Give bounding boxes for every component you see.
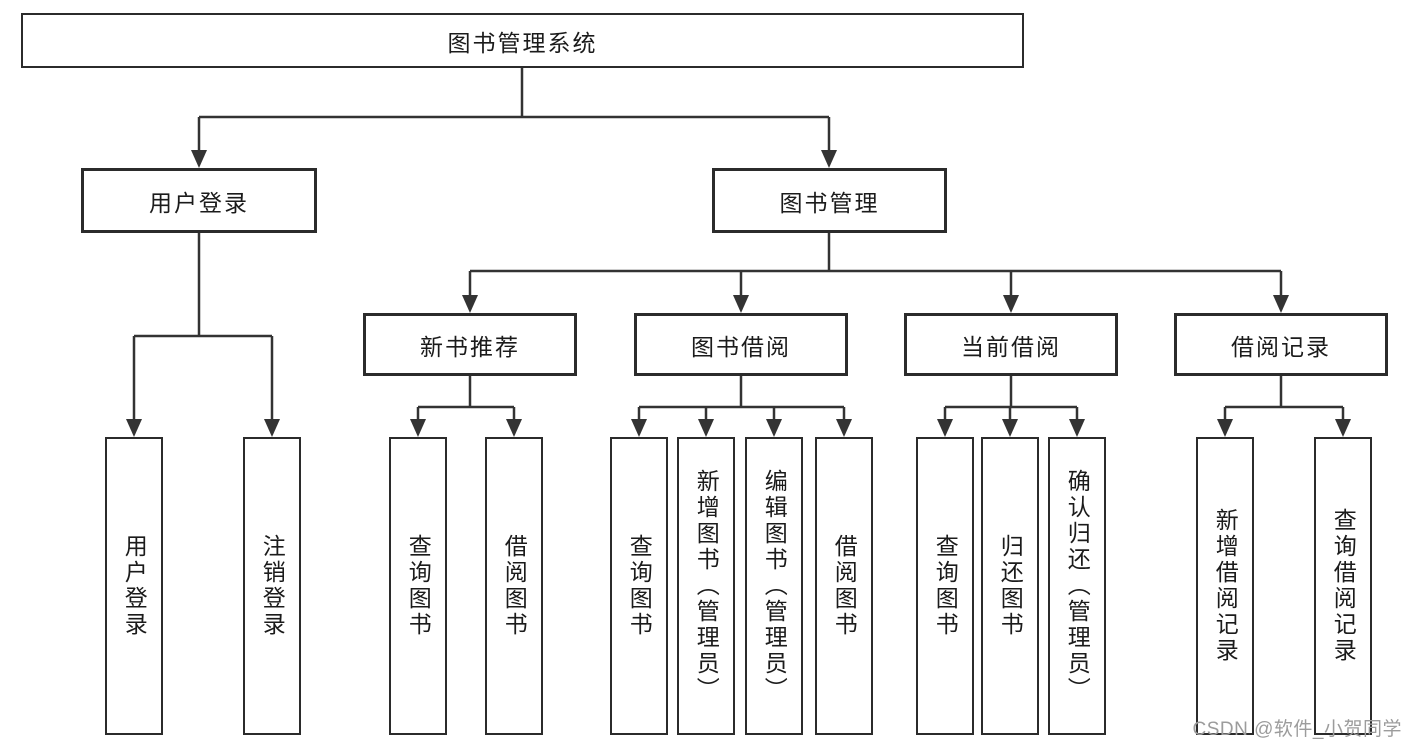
leaf-logout: 注销登录	[243, 437, 301, 735]
node-current-borrowing: 当前借阅	[904, 313, 1118, 376]
leaf-confirm-return-admin: 确认归还（管理员）	[1048, 437, 1106, 735]
node-label: 新书推荐	[420, 333, 520, 360]
leaf-label: 查询图书	[405, 534, 432, 638]
leaf-label: 查询借阅记录	[1330, 508, 1357, 664]
leaf-query-books-recommend: 查询图书	[389, 437, 447, 735]
leaf-label: 确认归还（管理员）	[1064, 469, 1091, 703]
leaf-query-books-borrowing: 查询图书	[610, 437, 668, 735]
leaf-label: 查询图书	[932, 534, 959, 638]
leaf-return-book: 归还图书	[981, 437, 1039, 735]
node-label: 当前借阅	[961, 333, 1061, 360]
leaf-label: 借阅图书	[501, 534, 528, 638]
node-user-login: 用户登录	[81, 168, 317, 233]
leaf-label: 查询图书	[626, 534, 653, 638]
node-label: 图书借阅	[691, 333, 791, 360]
node-label: 借阅记录	[1231, 333, 1331, 360]
leaf-label: 用户登录	[121, 534, 148, 638]
node-new-book-recommend: 新书推荐	[363, 313, 577, 376]
leaf-borrow-books: 借阅图书	[815, 437, 873, 735]
leaf-label: 借阅图书	[831, 534, 858, 638]
node-label: 图书管理	[779, 189, 880, 216]
watermark: CSDN @软件_小贺同学	[1192, 719, 1402, 740]
leaf-edit-book-admin: 编辑图书（管理员）	[745, 437, 803, 735]
leaf-add-borrow-record: 新增借阅记录	[1196, 437, 1254, 735]
leaf-label: 编辑图书（管理员）	[761, 469, 788, 703]
node-book-borrowing: 图书借阅	[634, 313, 848, 376]
leaf-label: 归还图书	[997, 534, 1024, 638]
leaf-query-borrow-record: 查询借阅记录	[1314, 437, 1372, 735]
node-label: 用户登录	[149, 189, 249, 216]
leaf-label: 新增图书（管理员）	[693, 469, 720, 703]
node-label: 图书管理系统	[447, 29, 598, 56]
node-root: 图书管理系统	[21, 13, 1024, 68]
leaf-user-login: 用户登录	[105, 437, 163, 735]
leaf-borrow-books-recommend: 借阅图书	[485, 437, 543, 735]
leaf-label: 注销登录	[259, 534, 286, 638]
leaf-query-books-current: 查询图书	[916, 437, 974, 735]
node-borrowing-records: 借阅记录	[1174, 313, 1388, 376]
node-book-management: 图书管理	[712, 168, 947, 233]
leaf-label: 新增借阅记录	[1212, 508, 1239, 664]
leaf-add-book-admin: 新增图书（管理员）	[677, 437, 735, 735]
